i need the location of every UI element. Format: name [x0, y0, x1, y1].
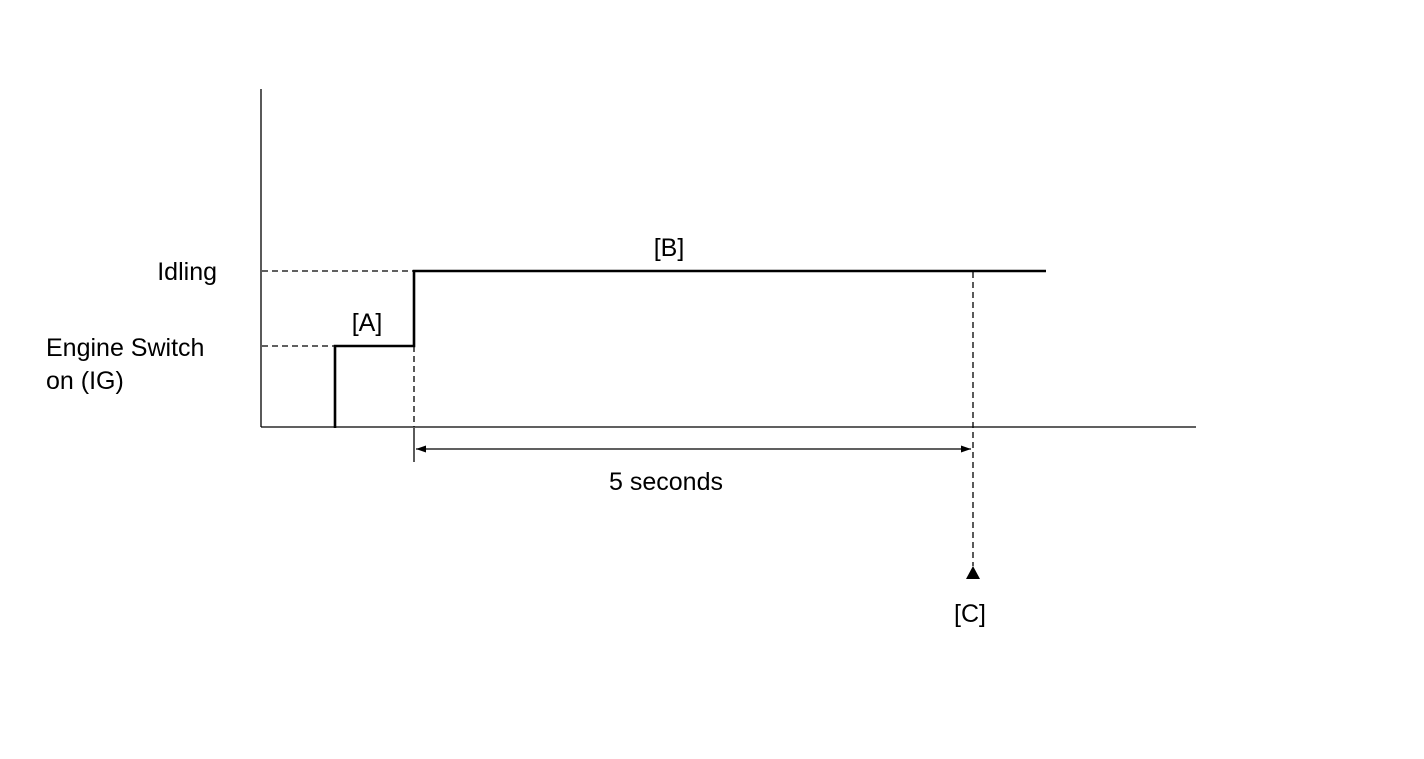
duration-label: 5 seconds — [609, 468, 723, 496]
phase-a-label: [A] — [352, 309, 383, 337]
signal-trace — [333, 269, 1046, 428]
engine-switch-label-line1: Engine Switch — [46, 334, 204, 362]
phase-b-label: [B] — [654, 234, 685, 262]
phase-c-marker-triangle — [966, 566, 980, 579]
idling-label: Idling — [157, 258, 217, 286]
engine-switch-label-line2: on (IG) — [46, 367, 124, 395]
phase-c-label: [C] — [954, 600, 986, 628]
